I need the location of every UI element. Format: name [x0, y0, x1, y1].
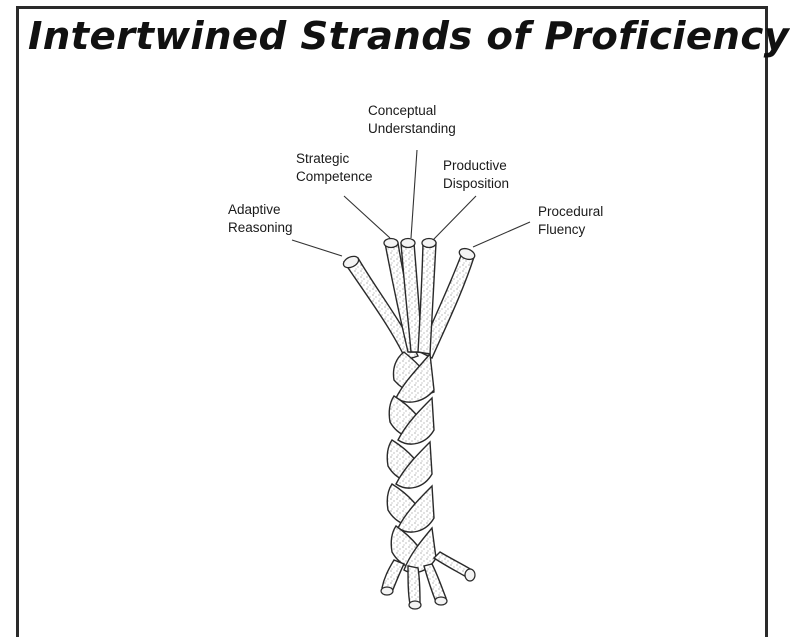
- leader-line-adaptive: [292, 240, 342, 256]
- strand-end-productive: [422, 239, 436, 248]
- strand-end-strategic: [384, 239, 398, 248]
- strand-end-conceptual: [401, 239, 415, 248]
- bottom-strand-end: [465, 569, 475, 581]
- bottom-strand: [424, 564, 446, 602]
- bottom-strand-end: [409, 601, 421, 609]
- label-procedural-fluency: Procedural Fluency: [538, 203, 603, 239]
- rope-strands: [344, 243, 474, 360]
- label-strategic-competence: Strategic Competence: [296, 150, 373, 186]
- label-conceptual-understanding: Conceptual Understanding: [368, 102, 456, 138]
- bottom-strand-end: [435, 597, 447, 605]
- label-productive-disposition: Productive Disposition: [443, 157, 509, 193]
- leader-line-strategic: [344, 196, 390, 238]
- braid: [387, 352, 436, 573]
- leader-line-conceptual: [411, 150, 417, 238]
- leader-line-procedural: [473, 222, 530, 247]
- leader-line-productive: [433, 196, 476, 240]
- bottom-strand-end: [381, 587, 393, 595]
- bottom-strand: [408, 566, 420, 604]
- label-adaptive-reasoning: Adaptive Reasoning: [228, 201, 293, 237]
